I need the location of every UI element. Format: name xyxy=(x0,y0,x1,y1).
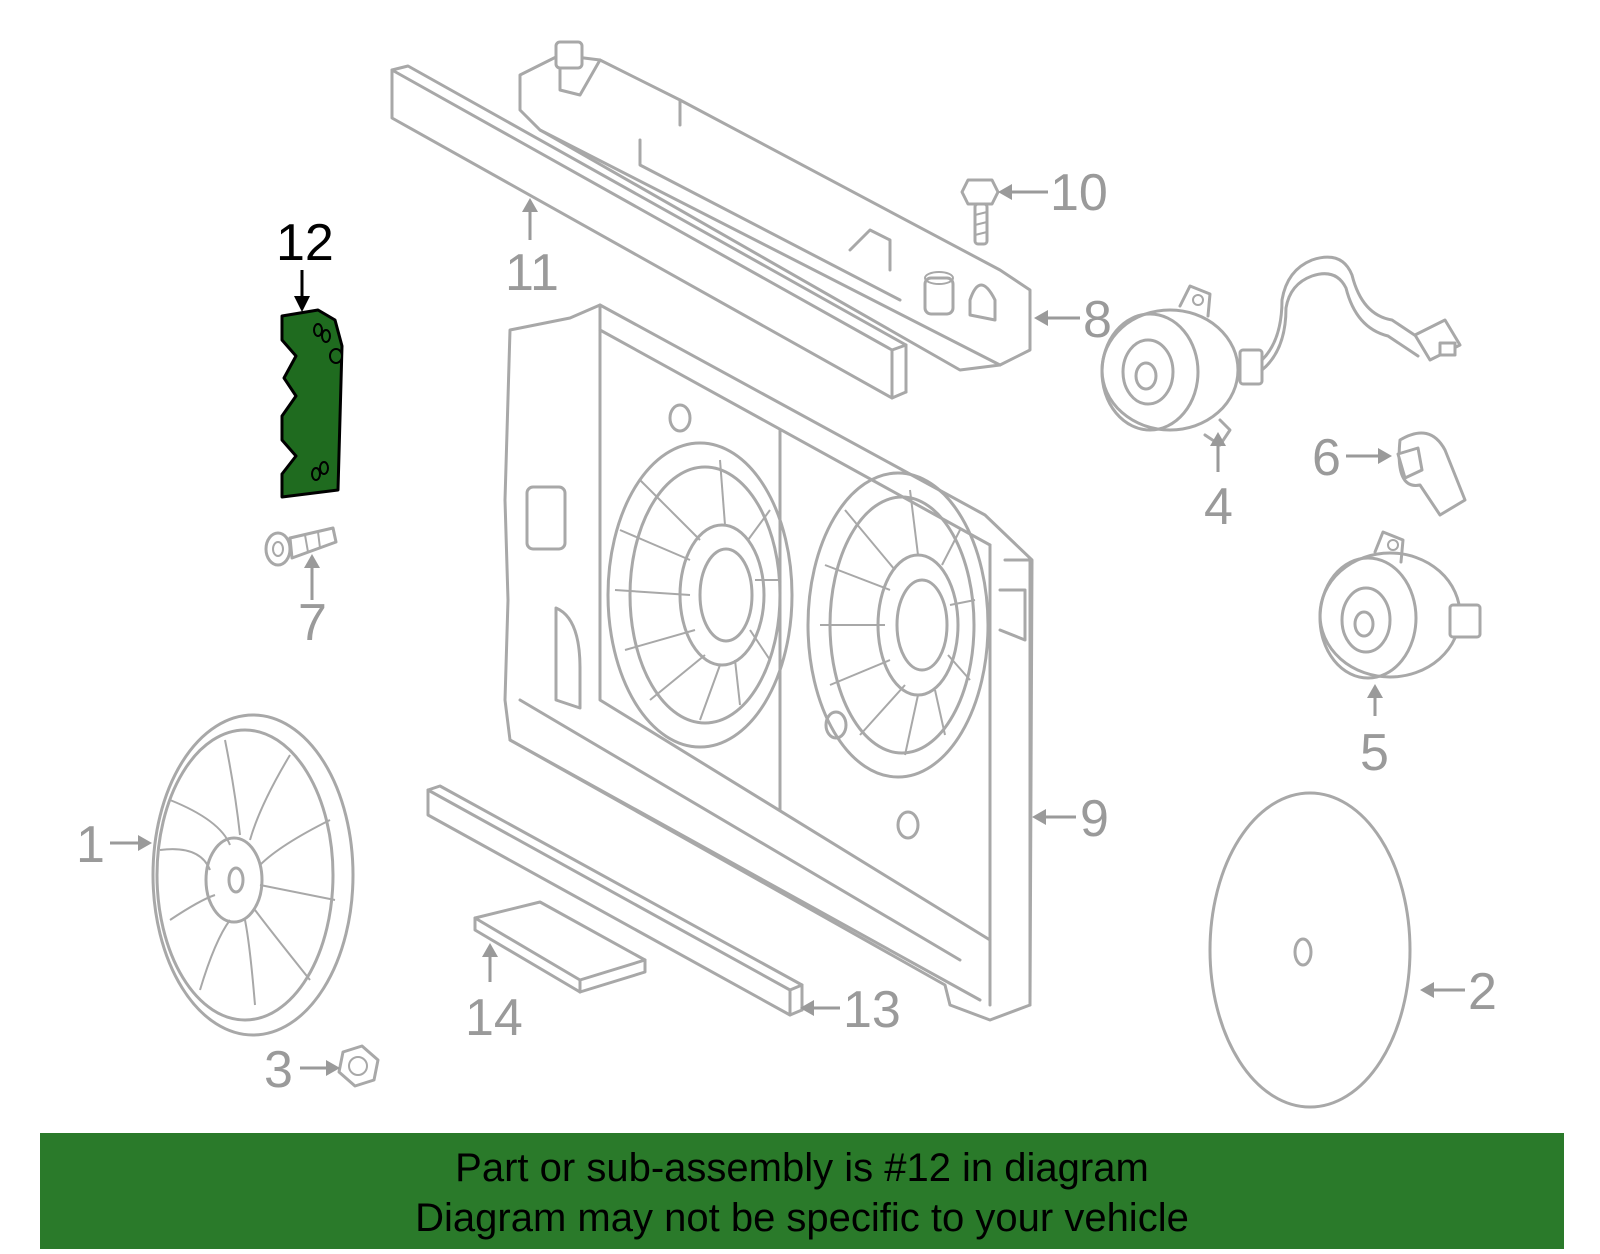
label-10: 10 xyxy=(1050,164,1108,222)
part-13-lower-seal xyxy=(426,784,804,1017)
callout-5: 5 xyxy=(1360,684,1389,782)
part-10-bolt xyxy=(960,178,1000,246)
label-9: 9 xyxy=(1080,790,1109,848)
part-4-motor xyxy=(1100,255,1462,447)
part-8-upper-support xyxy=(518,40,1032,372)
label-6: 6 xyxy=(1312,429,1341,487)
label-7: 7 xyxy=(298,594,327,652)
callout-2: 2 xyxy=(1420,963,1497,1021)
banner-line-2: Diagram may not be specific to your vehi… xyxy=(415,1196,1189,1240)
label-4: 4 xyxy=(1204,478,1233,536)
part-9-fan-shroud xyxy=(503,303,1034,1022)
part-12-bracket-highlighted xyxy=(280,308,344,499)
label-11: 11 xyxy=(505,244,559,302)
part-3-nut xyxy=(337,1044,380,1088)
callout-3: 3 xyxy=(264,1041,340,1099)
part-2-cover xyxy=(1208,791,1412,1109)
label-2: 2 xyxy=(1468,963,1497,1021)
label-13: 13 xyxy=(843,981,901,1039)
callout-6: 6 xyxy=(1312,429,1392,487)
banner-line-1: Part or sub-assembly is #12 in diagram xyxy=(455,1146,1149,1190)
label-12: 12 xyxy=(276,214,334,272)
callout-11: 11 xyxy=(505,198,559,302)
label-14: 14 xyxy=(465,989,523,1047)
callout-8: 8 xyxy=(1034,291,1112,349)
callout-9: 9 xyxy=(1032,790,1109,848)
info-banner: Part or sub-assembly is #12 in diagram D… xyxy=(40,1133,1564,1249)
callout-7: 7 xyxy=(298,554,327,652)
part-14-pad xyxy=(473,900,647,994)
part-5-motor xyxy=(1318,530,1482,680)
label-5: 5 xyxy=(1360,724,1389,782)
label-1: 1 xyxy=(76,816,105,874)
callout-4: 4 xyxy=(1204,432,1233,536)
callout-14: 14 xyxy=(465,943,523,1047)
callout-1: 1 xyxy=(76,816,152,874)
label-3: 3 xyxy=(264,1041,293,1099)
part-11-seal-strip xyxy=(390,64,908,400)
part-1-fan xyxy=(151,713,355,1037)
callout-12: 12 xyxy=(276,214,334,312)
callout-10: 10 xyxy=(998,164,1108,222)
part-6-clip xyxy=(1396,431,1467,517)
label-8: 8 xyxy=(1083,291,1112,349)
callout-13: 13 xyxy=(800,981,901,1039)
part-7-bolt xyxy=(264,526,338,567)
